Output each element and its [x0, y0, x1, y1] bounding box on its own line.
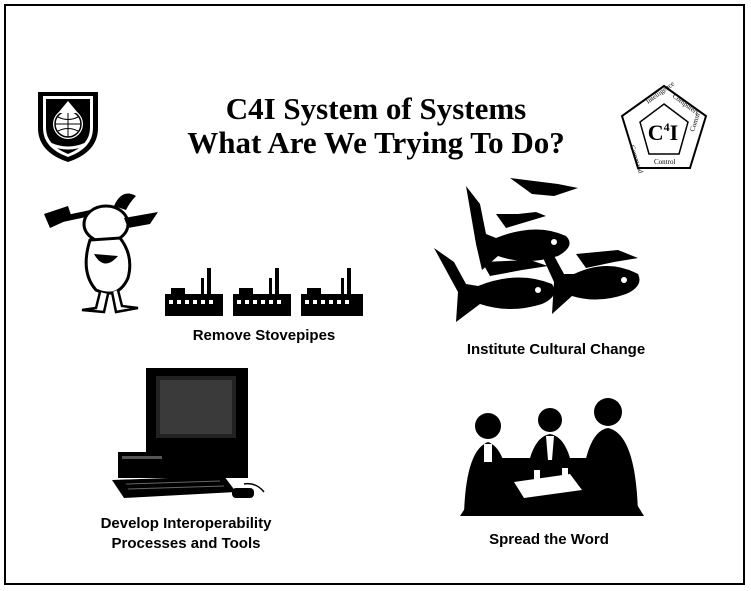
badge-label-control: Control — [654, 158, 675, 166]
caption-develop-line-2: Processes and Tools — [111, 535, 261, 552]
badge-c-letter: C — [648, 120, 664, 145]
title-line-1: C4I System of Systems — [225, 91, 527, 126]
duck-with-hammer-icon — [44, 193, 158, 314]
caption-develop-interoperability: Develop Interoperability Processes and T… — [76, 514, 296, 554]
desktop-computer-icon — [112, 368, 265, 498]
title-line-2: What Are We Trying To Do? — [187, 125, 565, 160]
badge-i-letter: I — [670, 120, 679, 145]
factory-stovepipe-icon — [165, 268, 363, 316]
caption-remove-stovepipes: Remove Stovepipes — [192, 327, 336, 344]
c4i-pentagon-badge-icon: C4I Intelligence Computers Comm Control … — [620, 82, 708, 174]
caption-institute-cultural-change: Institute Cultural Change — [466, 341, 646, 358]
electronic-systems-center-seal-icon — [38, 92, 98, 162]
business-meeting-icon — [460, 398, 644, 516]
badge-superscript: 4 — [664, 120, 670, 134]
slide-frame: C4I System of Systems What Are We Trying… — [4, 4, 745, 585]
slide-title: C4I System of Systems What Are We Trying… — [156, 92, 596, 160]
caption-spread-the-word: Spread the Word — [489, 531, 609, 548]
fish-school-icon — [434, 178, 640, 322]
svg-text:C4I: C4I — [648, 120, 678, 145]
caption-develop-line-1: Develop Interoperability — [100, 515, 272, 532]
